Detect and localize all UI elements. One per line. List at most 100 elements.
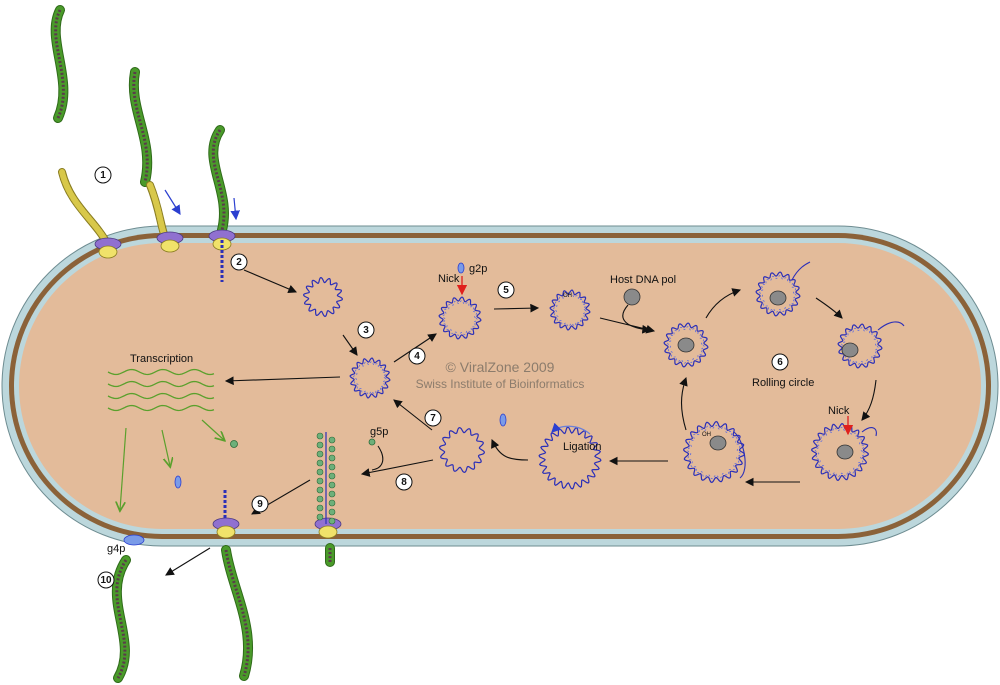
g5p-ssdna-complex	[316, 432, 336, 525]
rf-dna-circle	[349, 357, 391, 399]
g5p-bead	[328, 481, 336, 489]
g5p-bead	[316, 468, 324, 476]
translation-arrows	[120, 419, 224, 510]
arrow-entry-to-circle	[243, 269, 298, 294]
step-number: 6	[777, 357, 783, 368]
envelope-proteins	[58, 168, 342, 546]
rolling-circle-d	[682, 420, 746, 484]
secretion-pore-1	[212, 517, 240, 539]
dna-circles	[302, 261, 905, 490]
arrow-rolling-2	[815, 297, 843, 319]
g2p-protein	[457, 262, 465, 274]
mrna-strand	[107, 392, 215, 400]
process-arrows	[165, 269, 877, 576]
arrow-nick-to-oh	[493, 303, 540, 313]
g5p-bead	[328, 463, 336, 471]
g5p-bead	[328, 508, 336, 516]
arrow-ss-to-rf-loop	[393, 399, 433, 431]
entry-arrows	[164, 189, 240, 221]
mrna-strand	[107, 380, 215, 388]
g5p-protein	[368, 438, 376, 446]
rolling-circle-b	[837, 323, 883, 369]
arrow-rolling-3	[861, 379, 877, 421]
displaced-strand	[733, 431, 746, 479]
step-badge-1: 1	[94, 166, 112, 184]
host-dna-pol	[769, 290, 787, 306]
host-dna-pol	[709, 435, 727, 451]
g5p-bead	[316, 486, 324, 494]
g5p-bead	[328, 454, 336, 462]
tola-receptor-2	[156, 231, 184, 253]
g5p-bead	[316, 450, 324, 458]
arrow-rf-to-transcription	[224, 376, 341, 386]
ssdna-progeny-circle	[438, 426, 486, 474]
mrna-strand	[107, 368, 215, 376]
oh-label-a: OH	[563, 293, 572, 299]
rf-dna-pol-bound	[663, 322, 709, 368]
g5p-bead	[316, 495, 324, 503]
displaced-strand	[861, 427, 877, 437]
step-badge-10: 10	[97, 571, 115, 589]
step-number: 10	[100, 575, 112, 586]
step-number: 9	[257, 499, 263, 510]
g4p-pore	[123, 534, 145, 546]
phage-released-2	[221, 545, 253, 681]
arrow-rolling-5	[679, 376, 688, 431]
transcription-label: Transcription	[130, 353, 193, 365]
step-badge-6: 6	[771, 353, 789, 371]
arrow-release	[165, 547, 211, 576]
g5p-bead	[316, 477, 324, 485]
step-number: 2	[236, 257, 242, 268]
rf-dna-3oh	[549, 289, 591, 331]
g5p-bead	[328, 445, 336, 453]
phage-penetrating	[208, 125, 229, 235]
phage-particles	[50, 5, 335, 683]
tola-receptor-1	[94, 237, 122, 259]
entry-arrow	[164, 189, 181, 216]
proteins	[174, 262, 641, 489]
host-dna-pol	[677, 337, 695, 353]
translation-arrow	[161, 429, 170, 466]
phage-released-1	[111, 555, 131, 683]
step-badge-2: 2	[230, 253, 248, 271]
translation-arrow	[120, 427, 127, 510]
nick-label-top: Nick	[438, 273, 460, 285]
ssdna-circle-entered	[302, 276, 344, 318]
step-badge-4: 4	[408, 347, 426, 365]
g4p-label: g4p	[107, 543, 125, 555]
phage-adsorbing	[128, 67, 153, 187]
arrow-ss-to-g5p	[360, 459, 434, 477]
ligation-curve-arrow	[551, 422, 591, 435]
step-number: 7	[430, 413, 436, 424]
step-number: 8	[401, 477, 407, 488]
g5p-bead	[328, 499, 336, 507]
phage-free-1	[50, 5, 69, 123]
step-badge-8: 8	[395, 473, 413, 491]
host-dna-pol	[841, 342, 859, 358]
g5p-protein-product	[230, 440, 238, 448]
arrow-rolling-1	[705, 288, 742, 319]
step-badge-5: 5	[497, 281, 515, 299]
g5p-bead	[328, 436, 336, 444]
host-dna-pol-free	[623, 288, 641, 306]
host-dna-pol-label: Host DNA pol	[610, 274, 676, 286]
ligation-label: Ligation	[563, 441, 602, 453]
step-badge-3: 3	[357, 321, 375, 339]
released-ss-protein	[499, 413, 507, 427]
rf-dna-nicked	[438, 296, 482, 340]
translation-arrow	[201, 419, 224, 440]
g5p-bead	[328, 517, 336, 525]
watermark-line-2: Swiss Institute of Bioinformatics	[416, 377, 585, 391]
arrow-ss-to-rf	[342, 334, 358, 356]
g2p-label: g2p	[469, 263, 487, 275]
step-number: 4	[414, 351, 420, 362]
step-number: 3	[363, 325, 369, 336]
displaced-strand	[791, 261, 811, 281]
g5p-bead	[316, 432, 324, 440]
rolling-circle-label: Rolling circle	[752, 377, 814, 389]
step-badges: 1 2 3 4 5 6 7 8 9 10	[94, 166, 789, 589]
mrna-transcripts	[107, 368, 215, 412]
g5p-bead	[316, 441, 324, 449]
cytoplasm	[19, 243, 981, 529]
